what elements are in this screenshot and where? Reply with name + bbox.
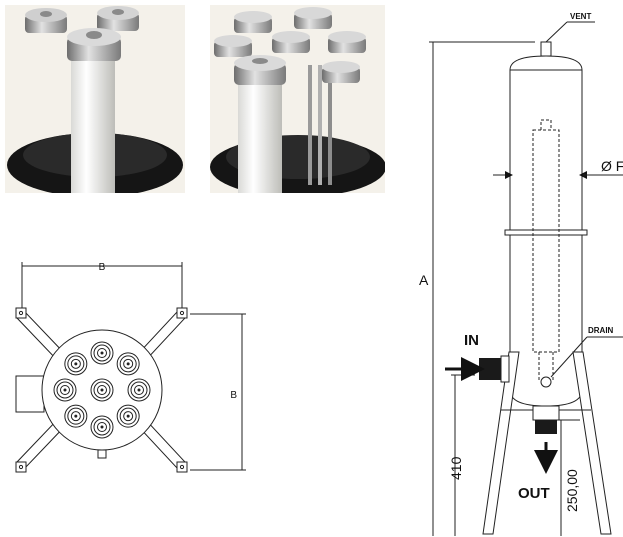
cartridge-cap [67, 28, 121, 61]
filter-plan-view-drawing: B B [15, 262, 246, 473]
cartridge-position [116, 404, 140, 428]
height-label: A [419, 272, 429, 288]
support-leg [482, 351, 612, 535]
cartridge-cap [25, 8, 67, 33]
dim-outlet-height: 250,00 [564, 469, 580, 512]
cartridge-position [64, 404, 88, 428]
vent-nozzle [540, 41, 552, 57]
cartridge-position [90, 341, 114, 365]
cartridge-position [116, 352, 140, 376]
cartridge-position [127, 378, 151, 402]
diameter-label: Ø F [601, 158, 623, 174]
outlet-label: OUT [518, 485, 550, 502]
cartridge-cap [97, 6, 139, 31]
drain-port [540, 376, 552, 388]
dim-inlet-height: 410 [448, 456, 464, 480]
inlet-label: IN [464, 332, 479, 349]
housing-flange [504, 229, 588, 236]
inlet-nozzle [479, 358, 501, 380]
filter-cartridges-photo-multi [210, 5, 385, 193]
drain-label: DRAIN [588, 326, 614, 335]
outlet-nozzle [535, 420, 557, 434]
inlet-nozzle [15, 375, 45, 413]
filter-side-view-drawing: VENT Ø F A IN DRAIN OUT 410 250,00 [419, 12, 623, 536]
cartridge-position [64, 352, 88, 376]
vent-label: VENT [570, 12, 591, 21]
cartridge-position [53, 378, 77, 402]
filter-cartridges-photo-single [5, 5, 185, 193]
dim-height-label: B [230, 390, 237, 401]
cartridge-position [90, 378, 114, 402]
dim-width-label: B [99, 262, 106, 273]
cartridge-position [90, 415, 114, 439]
